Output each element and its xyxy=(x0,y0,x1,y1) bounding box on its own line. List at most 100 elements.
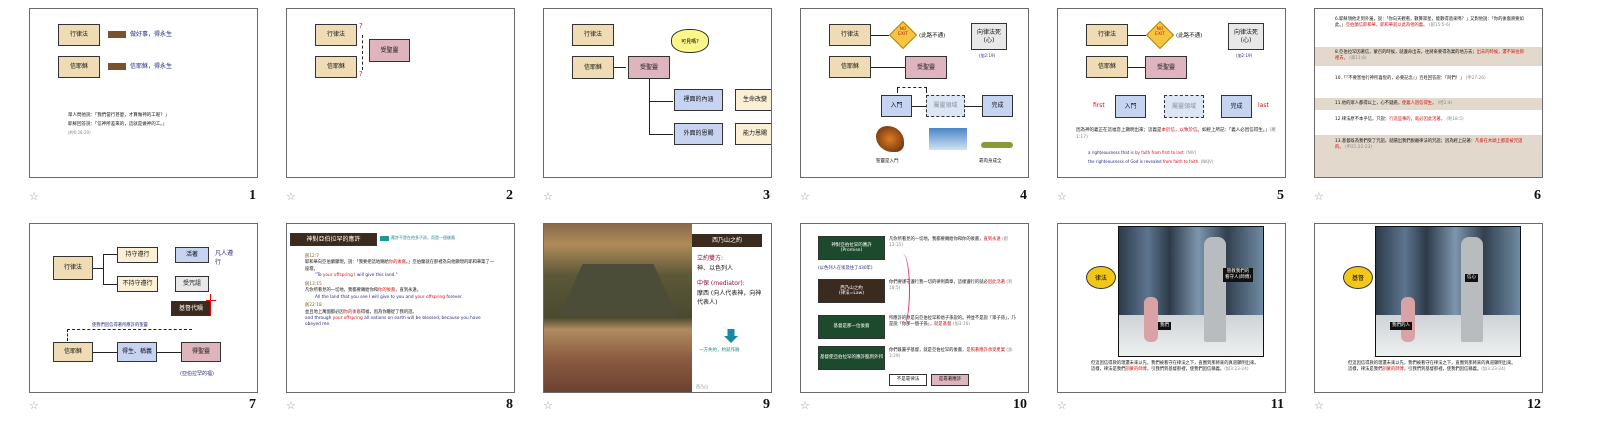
transition-star-icon[interactable]: ☆ xyxy=(543,399,553,412)
faith-box: 信耶穌 xyxy=(58,56,100,78)
keep-box: 持守遵行 xyxy=(117,247,158,263)
christ-box: 基督是那一位後裔 xyxy=(818,315,885,339)
inner-result-box: 生命改變 xyxy=(735,89,771,111)
slide-thumbnail-3[interactable]: 行律法 信耶穌 受聖靈 可見嗎? 裡面的內涵 生命改變 外面的恩賜 能力恩賜 xyxy=(543,8,772,178)
blessing-label: (亞伯拉罕的福) xyxy=(180,371,214,377)
slide-thumbnail-12[interactable]: 基督 信心 我們的人 但這因信得救的理還未來以先，我們被看守在律法之下，直圈到那… xyxy=(1314,223,1543,393)
slide-number: 3 xyxy=(763,188,770,203)
quote-line: 眾人問他說：「我們當行甚麼，才算做神的工呢？」 xyxy=(68,113,170,118)
callout-not-law: 不是靠律法 xyxy=(889,374,927,386)
transition-star-icon[interactable]: ☆ xyxy=(286,190,296,203)
transition-star-icon[interactable]: ☆ xyxy=(29,190,39,203)
niv-verse: a righteousness that is by faith from fi… xyxy=(1088,150,1197,155)
slide-number: 5 xyxy=(1277,188,1284,203)
finish-box: 完成 xyxy=(1221,95,1252,118)
spirit-box: 得聖靈 xyxy=(181,342,221,362)
spirit-box: 受聖靈 xyxy=(905,56,947,79)
slide-footer-4: ☆4 xyxy=(800,188,1029,204)
quote-line: 耶穌回答說：「信神所差來的，這就是做神的工。」 xyxy=(68,122,167,127)
law-bubble: 律法 xyxy=(1086,266,1116,289)
live-box: 活著 xyxy=(175,247,209,263)
verse-text: 但這因信得救的理還未來以先，我們被看守在律法之下，直圈到那將來的真道顯明出來。這… xyxy=(1348,361,1516,373)
guardian-label: 信心 xyxy=(1465,274,1478,282)
slide-thumbnail-8[interactable]: 神對亞伯拉罕的應許 應許不是在他多子孫，而是一個後裔 創12:7 耶和華向亞伯蘭… xyxy=(286,223,515,393)
law-box: 行律法 xyxy=(1086,24,1128,46)
slide-footer-1: ☆1 xyxy=(29,188,258,204)
transition-star-icon[interactable]: ☆ xyxy=(1057,399,1067,412)
transition-star-icon[interactable]: ☆ xyxy=(1314,190,1324,203)
law-box: 行律法 xyxy=(315,24,357,46)
broken-note: 一方失約，約就作廢 xyxy=(699,348,740,353)
slide-thumbnail-2[interactable]: 行律法 信耶穌 ? ? 受聖靈 xyxy=(286,8,515,178)
last-label: last xyxy=(1258,102,1269,109)
first-label: first xyxy=(1093,102,1105,109)
slide-thumbnail-9[interactable]: 西乃山之約 立約雙方: 神、以色列人 中保 (mediator): 摩西 (向人… xyxy=(543,223,772,393)
mount-sinai-painting xyxy=(544,224,692,392)
slide-thumbnail-6[interactable]: 6.耶穌領他走到外邊，說：「你向天觀看，數算眾星，能數得過來嗎？」又對他說：「你… xyxy=(1314,8,1543,178)
slide-footer-2: ☆2 xyxy=(286,188,515,204)
arrow-icon xyxy=(108,63,126,70)
slide-thumbnail-1[interactable]: 行律法 做好事，得永生 信耶穌 信耶穌，得永生 眾人問他說：「我們當行甚麼，才算… xyxy=(29,8,258,178)
spirit-box: 受聖靈 xyxy=(628,56,670,79)
promise-text: 凡你所看見的一切地，我都要賜給你和你的後裔，直到永遠 (創13:15) xyxy=(889,237,1009,249)
child-label: 我們 xyxy=(1158,322,1171,330)
promise-box: 神對亞伯拉罕的應許(Promise) xyxy=(818,236,885,260)
sinai-box: 西乃山之約(律法=Law) xyxy=(818,279,885,303)
question-mark: ? xyxy=(359,70,363,78)
slide-thumbnail-7[interactable]: 行律法 持守遵行 活著 凡人遵行 不持守遵行 受咒詛 基督代贖 使我們因信得著所… xyxy=(29,223,258,393)
verse-ref: (加2:19) xyxy=(979,53,996,58)
nkjv-verse: the righteousness of God is revealed fro… xyxy=(1088,159,1214,164)
finish-box: 完成 xyxy=(982,95,1013,117)
slide-thumbnail-10[interactable]: 神對亞伯拉罕的應許(Promise) 凡你所看見的一切地，我都要賜給你和你的後裔… xyxy=(800,223,1029,393)
slide-number: 10 xyxy=(1013,397,1027,412)
spirit-box: 受聖靈 xyxy=(1145,56,1187,79)
slide-title: 神對亞伯拉罕的應許 xyxy=(290,233,377,246)
dead-to-law-box: 向律法死(心) xyxy=(1228,23,1264,50)
parties: 神、以色列人 xyxy=(697,265,734,272)
verse-en: "To your offspring I will give this land… xyxy=(315,273,398,279)
slide-thumbnail-11[interactable]: 律法 管教我們的看守人(師傅) 我們 但這因信得救的理還未來以先，我們被看守在律… xyxy=(1057,223,1286,393)
parties-label: 立約雙方: xyxy=(697,255,724,262)
outer-box: 外面的恩賜 xyxy=(674,123,723,145)
slide-number: 4 xyxy=(1020,188,1027,203)
inner-box: 裡面的內涵 xyxy=(674,89,723,111)
dashed-connector xyxy=(67,329,192,341)
transition-star-icon[interactable]: ☆ xyxy=(1057,190,1067,203)
slide-number: 12 xyxy=(1527,397,1541,412)
transition-star-icon[interactable]: ☆ xyxy=(800,399,810,412)
slide-number: 9 xyxy=(763,397,770,412)
law-result: 做好事，得永生 xyxy=(130,31,173,38)
slide-number: 11 xyxy=(1270,397,1284,412)
faith-box: 信耶穌 xyxy=(829,56,871,78)
slide-number: 2 xyxy=(506,188,513,203)
transition-star-icon[interactable]: ☆ xyxy=(29,399,39,412)
slide-footer-10: ☆ 10 xyxy=(800,397,1029,413)
verse-ref: 創13:15 xyxy=(305,281,322,287)
verse-ref: 創22:18 xyxy=(305,303,322,309)
slide-footer-8: ☆8 xyxy=(286,397,515,413)
verse-text: 但這因信得救的理還未來以先，我們被看守在律法之下，直圈到那將來的真道顯明出來。這… xyxy=(1091,361,1259,373)
mother-child-photo xyxy=(1375,226,1521,357)
slide-number: 7 xyxy=(249,397,256,412)
verse-zh: 凡你所看見的一切地，我都要賜給你和你的後裔，直到永遠。 xyxy=(305,288,422,294)
transition-star-icon[interactable]: ☆ xyxy=(800,190,810,203)
not-keep-box: 不持守遵行 xyxy=(117,276,158,292)
note: 凡人遵行 xyxy=(215,250,234,266)
sinai-text: 你們要謹守遵行我一切的律例典章，這樣遵行的就必因此活著 (利18:5) xyxy=(889,280,1013,292)
verse-zh: 並且地上萬國都必因你的後裔得福，因為你聽從了我的話。 xyxy=(305,309,417,315)
arrow-icon xyxy=(380,236,389,241)
transition-star-icon[interactable]: ☆ xyxy=(543,190,553,203)
faith-box: 信耶穌 xyxy=(315,56,357,78)
dashed-connector xyxy=(362,35,363,70)
blocked-label: (此路不通) xyxy=(1176,33,1203,39)
transition-star-icon[interactable]: ☆ xyxy=(286,399,296,412)
verse-item: 8.亞伯拉罕因著信，蒙召的時候，就遵命出去，往將來要得為業的地方去；出去的時候，… xyxy=(1315,47,1542,66)
arrow-icon xyxy=(108,31,126,38)
dashed-connector xyxy=(897,87,927,93)
gentiles-box: 基督使亞伯拉罕的應許臨到外邦 xyxy=(818,346,885,370)
caption: 靠肉身成全 xyxy=(979,159,1002,164)
transition-star-icon[interactable]: ☆ xyxy=(1314,399,1324,412)
faith-result: 信耶穌，得永生 xyxy=(130,63,173,70)
